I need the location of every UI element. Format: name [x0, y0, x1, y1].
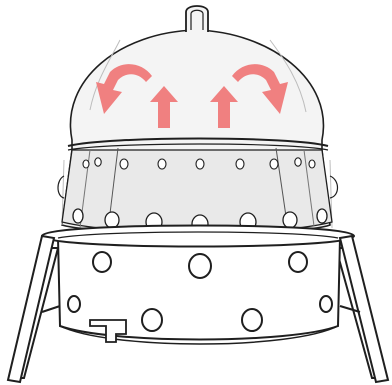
left-leg-brace	[42, 306, 60, 312]
left-front-leg	[8, 236, 54, 382]
vent-hole	[120, 159, 128, 169]
base-hole	[289, 252, 307, 272]
base-hole	[242, 309, 262, 331]
base-hole	[320, 296, 332, 312]
base-hole	[93, 252, 111, 272]
base-hole	[68, 296, 80, 312]
upper-chamber	[58, 148, 338, 233]
vent-hole	[295, 158, 301, 166]
base-lip-outer	[42, 226, 354, 247]
vent-hole	[196, 159, 204, 169]
stove-base	[42, 226, 354, 345]
vent-hole	[270, 159, 278, 169]
vent-hole	[283, 212, 297, 228]
vent-hole	[73, 209, 83, 223]
base-hole	[189, 254, 211, 278]
vent-hole	[317, 209, 327, 223]
vent-hole	[105, 212, 119, 228]
vent-hole	[309, 160, 315, 168]
vent-hole	[236, 159, 244, 169]
vent-hole	[95, 158, 101, 166]
vent-hole	[158, 159, 166, 169]
base-hole	[142, 309, 162, 331]
vent-hole	[83, 160, 89, 168]
